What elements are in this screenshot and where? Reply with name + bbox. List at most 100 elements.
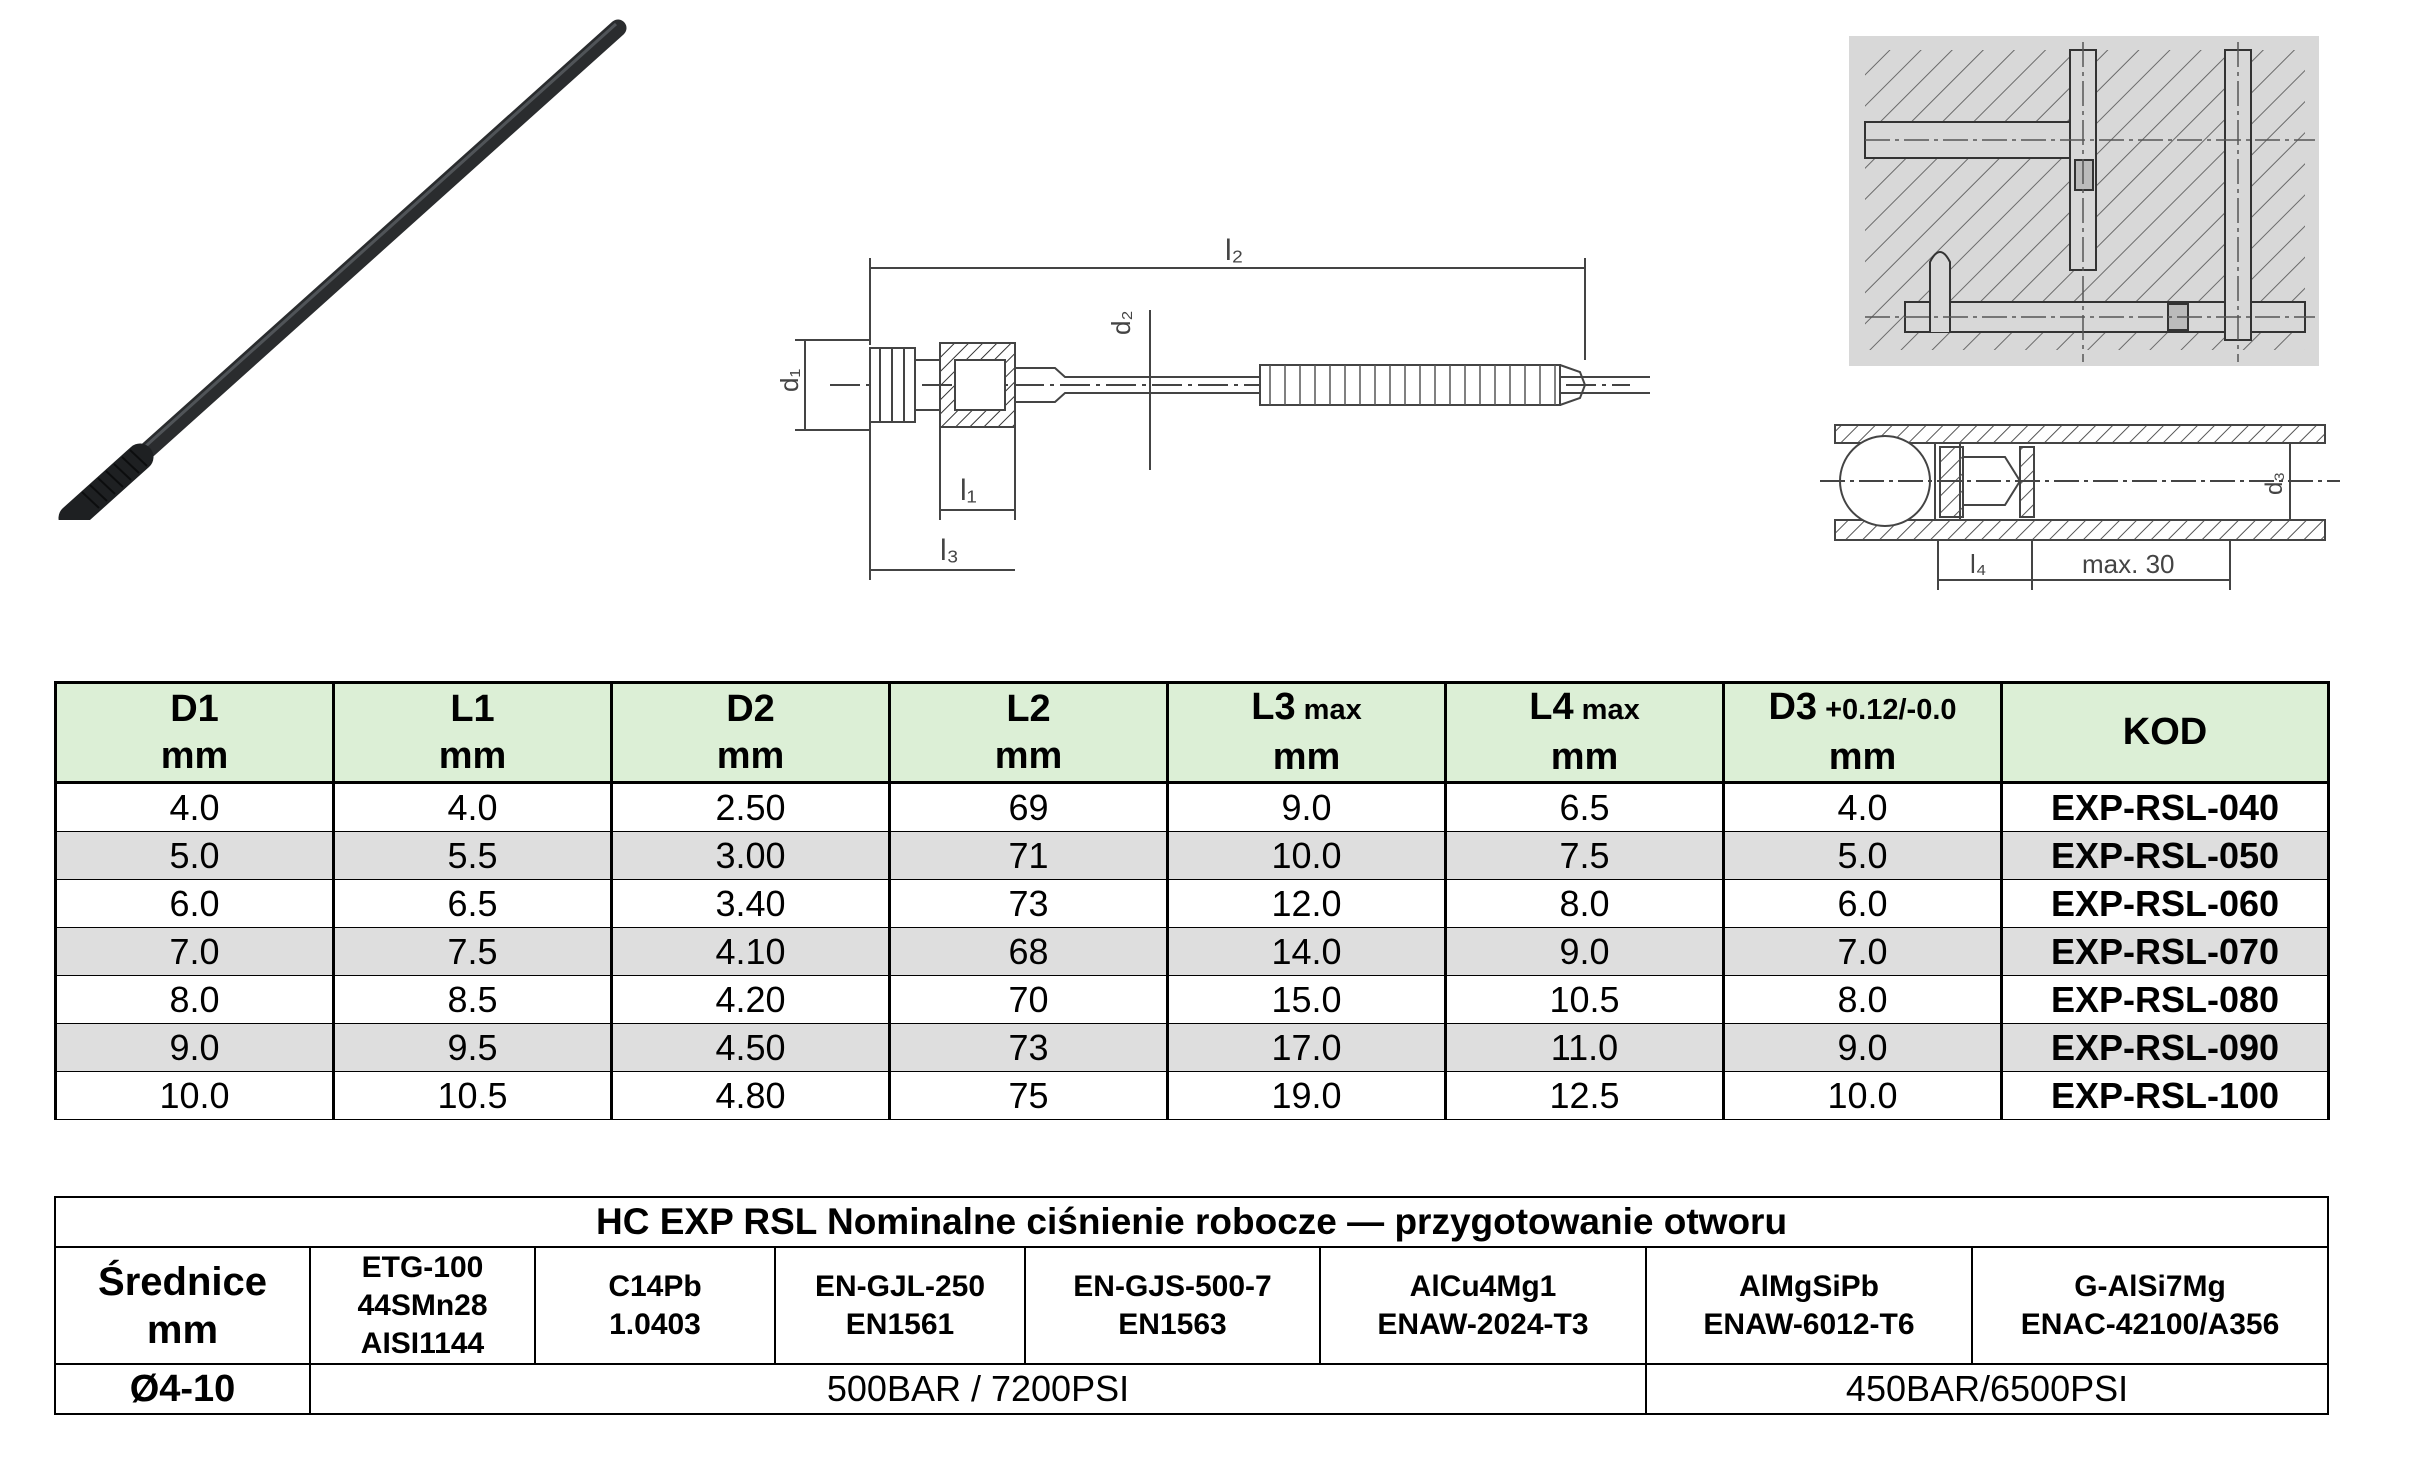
table-cell: 3.00 xyxy=(610,831,891,880)
product-photo xyxy=(50,10,650,520)
pressure-table-title: HC EXP RSL Nominalne ciśnienie robocze —… xyxy=(53,1196,2330,1248)
material-label: AlCu4Mg1 xyxy=(1409,1269,1557,1303)
hole-detail-drawing: l₄ max. 30 d₃ xyxy=(1820,424,2340,590)
table-cell: 4.10 xyxy=(610,927,891,976)
material-label: ENAW-2024-T3 xyxy=(1377,1307,1589,1341)
table-cell: 6.0 xyxy=(1722,879,2003,928)
diameter-header: Średnice mm xyxy=(54,1246,311,1365)
table-cell: 8.0 xyxy=(1444,879,1725,928)
table-cell: 4.0 xyxy=(332,782,613,832)
spec-header-label: L2 xyxy=(1006,687,1051,730)
material-label: EN-GJL-250 xyxy=(814,1269,986,1303)
table-cell: 8.5 xyxy=(332,975,613,1024)
product-code: EXP-RSL-100 xyxy=(2000,1071,2330,1120)
spec-header-unit: mm xyxy=(994,734,1063,777)
material-header-1: C14Pb 1.0403 xyxy=(534,1246,776,1365)
spec-header-unit: mm xyxy=(716,734,785,777)
table-cell: 4.50 xyxy=(610,1023,891,1072)
material-label: EN1561 xyxy=(845,1307,955,1341)
spec-header-label: D1 xyxy=(170,687,219,730)
table-cell: 10.0 xyxy=(1722,1071,2003,1120)
expander-technical-drawing: l₂ d₂ d₁ l₁ l₃ xyxy=(780,234,1650,580)
table-cell: 17.0 xyxy=(1166,1023,1447,1072)
table-cell: 71 xyxy=(888,831,1169,880)
material-label: EN-GJS-500-7 xyxy=(1073,1269,1272,1303)
table-cell: 15.0 xyxy=(1166,975,1447,1024)
spec-header-label: L3 xyxy=(1251,686,1296,728)
product-code: EXP-RSL-060 xyxy=(2000,879,2330,928)
pressure-table: HC EXP RSL Nominalne ciśnienie robocze —… xyxy=(53,1196,2330,1415)
spec-header-7: KOD xyxy=(2000,681,2330,784)
table-cell: 5.0 xyxy=(54,831,335,880)
material-label: ETG-100 xyxy=(361,1250,484,1284)
material-label: 44SMn28 xyxy=(357,1288,488,1322)
table-cell: 7.0 xyxy=(1722,927,2003,976)
diameter-header-unit: mm xyxy=(146,1307,219,1352)
table-cell: 73 xyxy=(888,1023,1169,1072)
material-label: ENAW-6012-T6 xyxy=(1703,1307,1915,1341)
label-d1: d₁ xyxy=(780,369,804,392)
table-cell: 73 xyxy=(888,879,1169,928)
table-cell: 7.5 xyxy=(332,927,613,976)
label-l4: l₄ xyxy=(1970,549,1986,579)
table-cell: 9.0 xyxy=(1166,782,1447,832)
table-cell: 70 xyxy=(888,975,1169,1024)
label-d2: d₂ xyxy=(1106,310,1136,335)
material-label: AISI1144 xyxy=(360,1326,485,1360)
table-cell: 5.5 xyxy=(332,831,613,880)
product-code: EXP-RSL-050 xyxy=(2000,831,2330,880)
table-cell: 4.80 xyxy=(610,1071,891,1120)
spec-header-label: L1 xyxy=(450,687,495,730)
table-cell: 6.5 xyxy=(1444,782,1725,832)
material-label: 1.0403 xyxy=(609,1307,701,1341)
label-d3: d₃ xyxy=(2261,472,2288,495)
product-code: EXP-RSL-040 xyxy=(2000,782,2330,832)
product-code: EXP-RSL-080 xyxy=(2000,975,2330,1024)
spec-header-unit: mm xyxy=(1828,736,1897,778)
table-cell: 10.5 xyxy=(332,1071,613,1120)
material-label: C14Pb xyxy=(608,1269,702,1303)
material-label: EN1563 xyxy=(1118,1307,1227,1341)
hole-section-drawing xyxy=(1849,36,2319,366)
table-cell: 4.20 xyxy=(610,975,891,1024)
diameter-range: Ø4-10 xyxy=(54,1363,311,1415)
table-cell: 4.0 xyxy=(1722,782,2003,832)
table-cell: 10.5 xyxy=(1444,975,1725,1024)
label-l2: l₂ xyxy=(1225,234,1243,267)
table-cell: 19.0 xyxy=(1166,1071,1447,1120)
table-cell: 75 xyxy=(888,1071,1169,1120)
spec-header-unit: mm xyxy=(438,734,507,777)
spec-header-qualifier: max xyxy=(1573,694,1640,726)
material-label: AlMgSiPb xyxy=(1739,1269,1879,1303)
table-cell: 9.0 xyxy=(1722,1023,2003,1072)
diameter-header-label: Średnice xyxy=(98,1259,267,1304)
table-cell: 7.5 xyxy=(1444,831,1725,880)
spec-header-label: KOD xyxy=(2122,711,2208,753)
spec-header-unit: mm xyxy=(1272,736,1341,778)
spec-header-label: D2 xyxy=(726,687,775,730)
table-cell: 12.0 xyxy=(1166,879,1447,928)
material-label: ENAC-42100/A356 xyxy=(2020,1307,2280,1341)
material-label: G-AlSi7Mg xyxy=(2074,1269,2226,1303)
label-l3: l₃ xyxy=(940,534,959,567)
